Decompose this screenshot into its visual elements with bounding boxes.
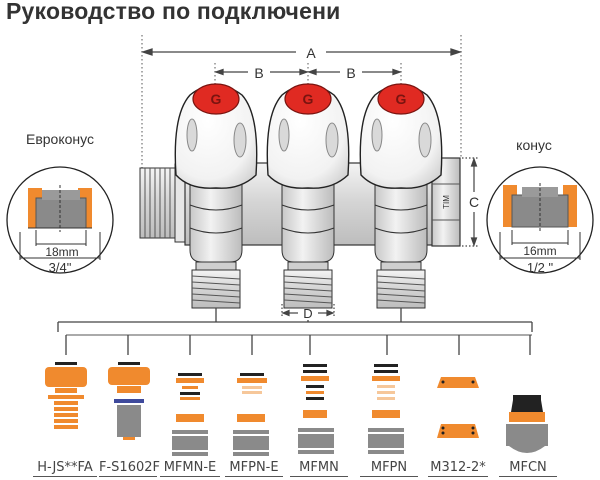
fitting-label-mfcn: MFCN: [499, 460, 557, 477]
cone-detail: [486, 166, 594, 274]
fitting-mfpn: [368, 364, 404, 454]
fitting-m312-2: [437, 377, 479, 438]
dimension-c: [462, 157, 478, 247]
eurocone-inner-size: 18mm: [45, 245, 78, 259]
connector-tree: [57, 308, 533, 355]
fitting-label-mfpn: MFPN: [360, 460, 418, 477]
fitting-mfmn-e: [172, 373, 208, 456]
fitting-label-f-s1602f: F-S1602F: [99, 460, 160, 477]
fitting-label-mfmn-e: MFMN-E: [160, 460, 220, 477]
fitting-label-m312-2: M312-2*: [428, 460, 488, 477]
svg-text:G: G: [211, 91, 222, 107]
valve-cap-logo-icon: [192, 83, 240, 115]
dimension-a: [140, 48, 463, 56]
fitting-mfpn-e: [233, 373, 269, 456]
valve-1: G: [174, 83, 258, 309]
fitting-mfcn: [506, 395, 548, 453]
page-title: Руководство по подключени: [6, 0, 341, 24]
fitting-mfmn: [298, 364, 334, 454]
dimension-c-label: C: [469, 194, 479, 210]
dimension-a-label: A: [306, 45, 316, 61]
cone-outer-size: 1/2 ": [527, 260, 554, 275]
eurocone-label: Евроконус: [26, 131, 94, 147]
dimension-b2-label: B: [346, 65, 355, 81]
dimension-b: [214, 68, 402, 76]
fitting-h-js-fa: [45, 362, 87, 429]
fitting-label-mfmn: MFMN: [290, 460, 348, 477]
fitting-f-s1602f: [108, 362, 150, 440]
svg-text:G: G: [303, 91, 314, 107]
dimension-d: [281, 304, 335, 318]
valve-cap-logo-icon: [284, 83, 332, 115]
eurocone-detail: [6, 166, 114, 274]
fitting-label-h-js-fa: H-JS**FA: [33, 460, 97, 477]
dimension-b1-label: B: [254, 65, 263, 81]
cone-inner-size: 16mm: [523, 244, 556, 258]
svg-text:G: G: [396, 91, 407, 107]
valve-2: G: [266, 83, 350, 309]
fitting-label-mfpn-e: MFPN-E: [225, 460, 283, 477]
eurocone-outer-size: 3/4": [49, 260, 72, 275]
dimension-d-label: D: [303, 306, 312, 321]
cone-label: конус: [516, 137, 552, 153]
manifold-marking: TIM: [442, 195, 451, 209]
valve-cap-logo-icon: [377, 83, 425, 115]
valve-3: G: [359, 83, 443, 309]
